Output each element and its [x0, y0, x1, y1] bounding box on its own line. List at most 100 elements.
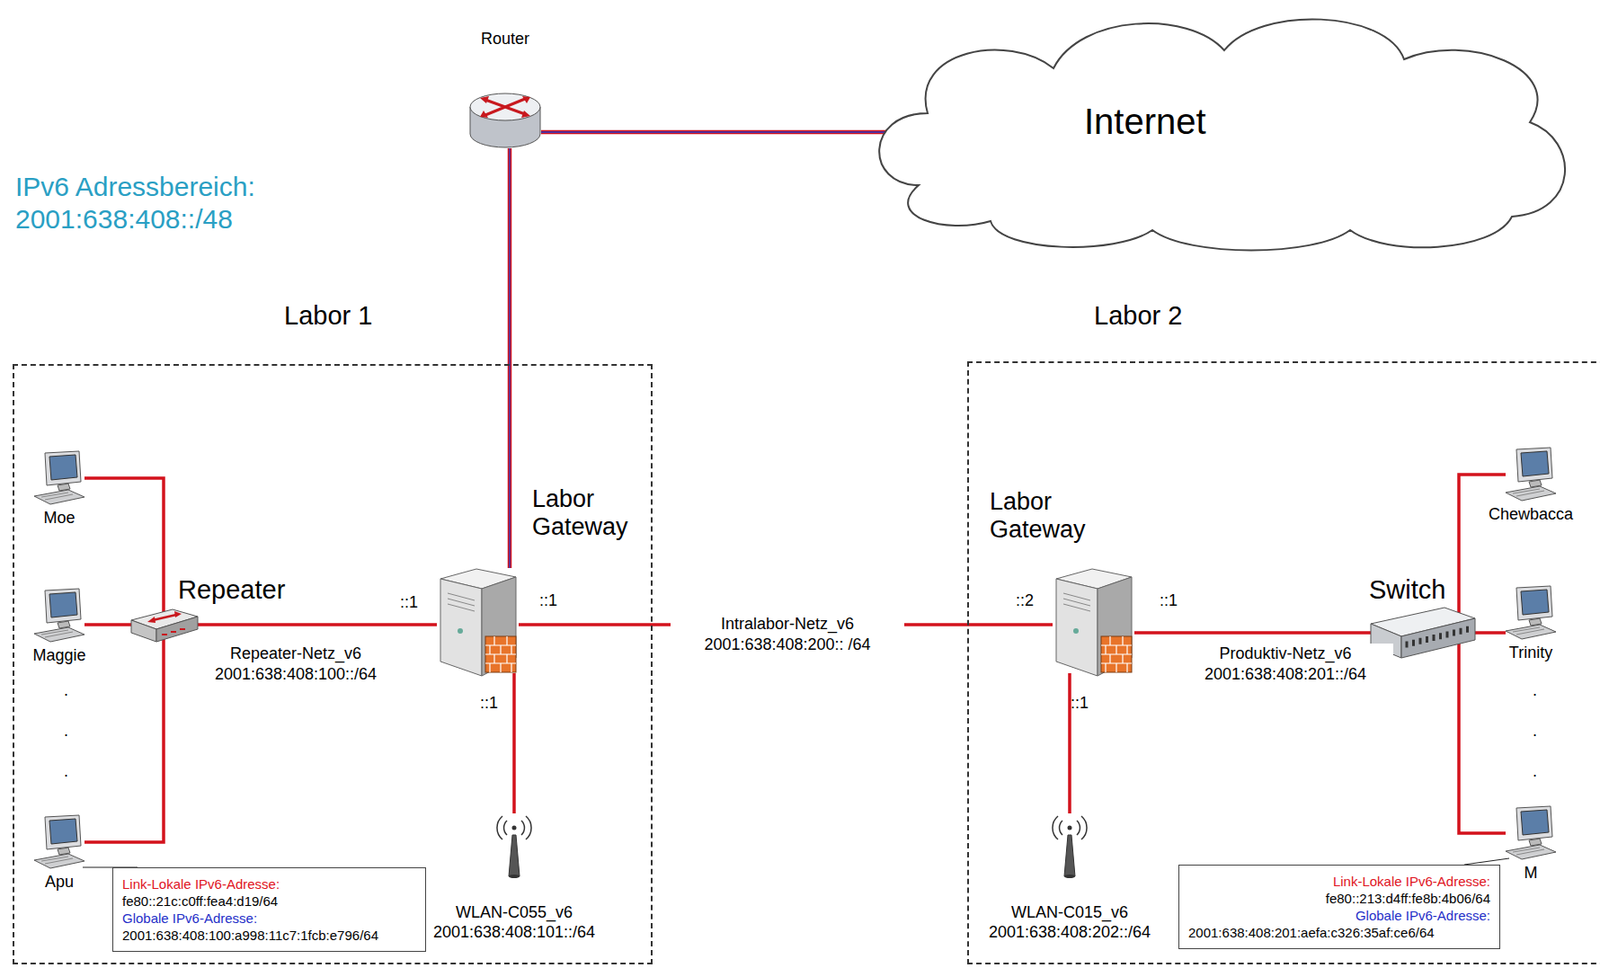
node-label: 2001:638:408:100:a998:11c7:1fcb:e796/64 [122, 926, 417, 944]
node-label: Apu [44, 872, 74, 893]
wlan-access-point: WLAN-C055_v62001:638:408:101::/64 [433, 813, 596, 943]
gateway-server: Labor Gateway [435, 566, 521, 679]
pc-icon-part [1516, 447, 1553, 482]
node-heading: Switch [1368, 574, 1446, 606]
address-callout: Link-Lokale IPv6-Adresse:fe80::213:d4ff:… [1178, 864, 1501, 950]
network-link [541, 130, 906, 135]
node-heading: Labor 1 [284, 300, 373, 332]
interface-label: ::1 [1159, 591, 1178, 612]
node-label: WLAN-C015_v6 [1011, 903, 1129, 924]
network-label: Intralabor-Netz_v6 2001:638:408:200:: /6… [670, 613, 905, 655]
switch-icon-part [1406, 626, 1468, 649]
gateway-server: Labor Gateway [1050, 566, 1137, 679]
server-icon-part [457, 628, 463, 634]
repeater-node: Repeater [127, 604, 200, 646]
network-label: Repeater-Netz_v6 2001:638:408:100::/64 [187, 643, 404, 685]
wlan-icon-part [1052, 816, 1087, 840]
interface-label: ::1 [1070, 693, 1089, 714]
interface-label: ::2 [1015, 591, 1034, 612]
router-icon-part [521, 110, 531, 118]
network-link [1067, 673, 1072, 814]
server-icon-part [1063, 593, 1091, 612]
router-icon-part [522, 96, 531, 104]
node-heading: Labor Gateway [532, 485, 645, 542]
router-icon-part [470, 93, 541, 121]
interface-label: ::1 [539, 591, 558, 612]
wlan-icon-part [1064, 874, 1076, 879]
pc-icon-part [41, 492, 73, 500]
wlan-icon-part [497, 816, 532, 840]
node-label: Link-Lokale IPv6-Adresse: [1188, 872, 1491, 890]
host-computer: M [1503, 804, 1558, 884]
pc-icon [32, 813, 87, 872]
repeater-icon-part [131, 620, 157, 642]
network-link [1458, 474, 1506, 633]
network-link [518, 622, 1053, 627]
wlan-icon [1049, 813, 1090, 879]
pc-icon-part [1505, 844, 1556, 860]
pc-icon-part [41, 630, 73, 638]
repeater-icon-part [161, 629, 186, 635]
pc-icon-part [1520, 589, 1549, 615]
pc-icon-part [34, 489, 85, 505]
interface-label: . [63, 762, 69, 783]
wlan-icon-part [508, 874, 520, 879]
node-label: Trinity [1509, 643, 1553, 664]
switch-icon [1367, 604, 1479, 662]
switch-node: Switch [1367, 604, 1479, 662]
network-link [84, 622, 132, 627]
server-icon-part [1101, 636, 1132, 673]
wlan-icon-part [508, 835, 520, 877]
repeater-icon-part [152, 614, 177, 621]
node-heading: Labor 2 [1093, 300, 1183, 332]
pc-icon-part [1512, 847, 1545, 855]
pc-icon [1503, 804, 1558, 863]
node-label: Globale IPv6-Adresse: [1188, 906, 1491, 925]
pc-icon-part [41, 856, 73, 864]
node-label: WLAN-C055_v6 [455, 903, 573, 924]
network-link [1458, 632, 1506, 834]
pc-icon-part [1520, 809, 1549, 836]
pc-icon-part [1520, 451, 1549, 477]
switch-icon-part [1370, 623, 1402, 658]
node-label: Link-Lokale IPv6-Adresse: [122, 875, 417, 893]
address-callout: Link-Lokale IPv6-Adresse:fe80::21c:c0ff:… [112, 867, 427, 952]
network-link [1475, 631, 1506, 635]
interface-label: . [1532, 681, 1538, 702]
server-icon-part [485, 636, 516, 673]
host-computer: Moe [32, 449, 87, 529]
host-computer: Chewbacca [1488, 445, 1574, 525]
pc-icon [32, 586, 87, 645]
pc-icon [1503, 445, 1558, 504]
pc-icon-part [44, 451, 81, 486]
pc-icon-part [1512, 488, 1545, 497]
router-icon [467, 87, 543, 152]
repeater-icon-part [147, 616, 156, 623]
pc-icon-part [1505, 624, 1556, 640]
cloud-shape [846, 5, 1583, 256]
node-label: Maggie [32, 646, 86, 667]
node-label: fe80::213:d4ff:fe8b:4b06/64 [1188, 889, 1491, 907]
pc-icon-part [49, 818, 78, 845]
host-computer: Apu [32, 813, 87, 893]
interface-label: ::1 [400, 593, 418, 614]
host-computer: Maggie [32, 586, 87, 667]
server-icon-part [485, 636, 516, 673]
network-link [84, 624, 164, 843]
router-node: Router [467, 87, 543, 152]
node-label: Chewbacca [1488, 505, 1574, 525]
node-heading: Labor Gateway [989, 488, 1103, 544]
server-icon-part [447, 593, 475, 612]
repeater-icon-part [156, 616, 198, 642]
server-icon [435, 566, 521, 679]
server-icon-part [1056, 578, 1098, 676]
node-label: 2001:638:408:101::/64 [433, 923, 596, 943]
wlan-icon-part [1064, 835, 1076, 877]
interface-label: . [1532, 762, 1538, 783]
internet-cloud: Internet [846, 5, 1583, 256]
wlan-icon [494, 813, 534, 879]
network-label: Produktiv-Netz_v6 2001:638:408:201::/64 [1177, 643, 1394, 685]
network-link [507, 148, 513, 569]
pc-icon-part [34, 853, 85, 869]
